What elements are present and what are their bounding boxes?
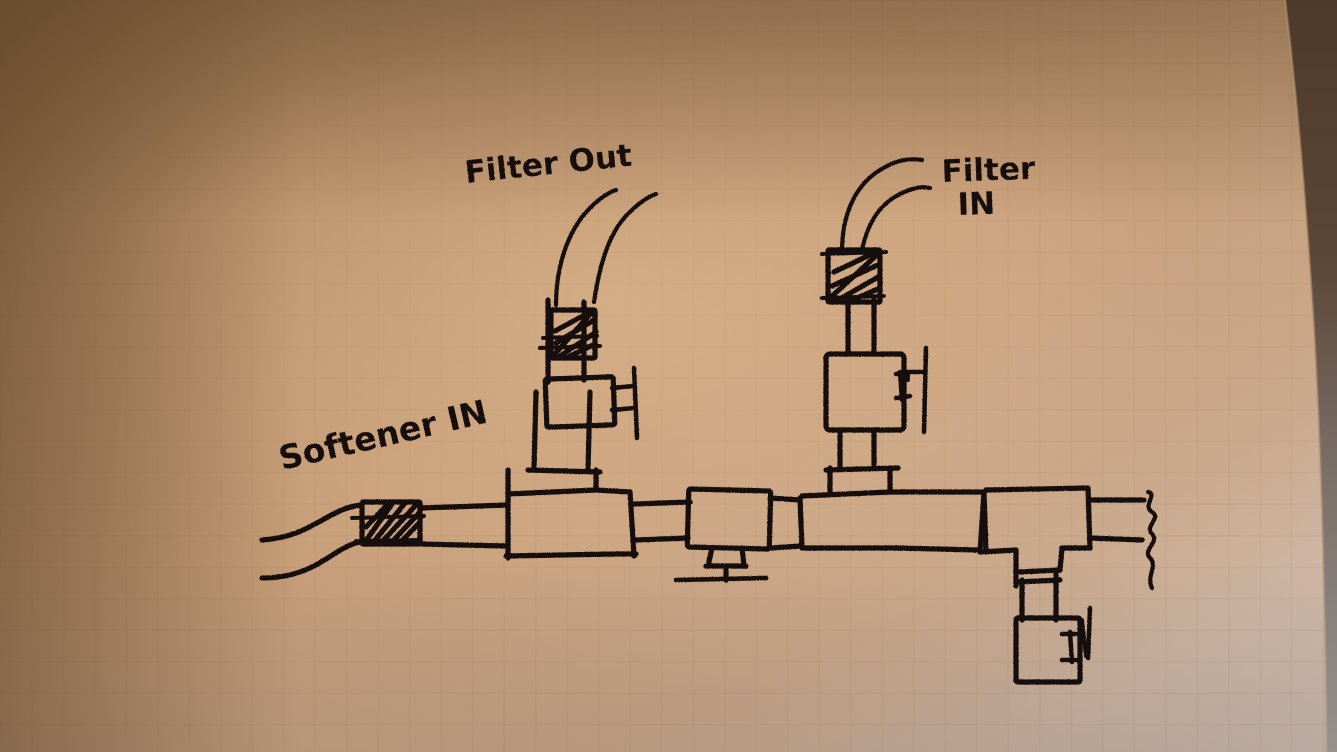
union-filter-in bbox=[820, 247, 888, 305]
valve-middle bbox=[673, 486, 805, 583]
main-horizontal-run-mid bbox=[593, 487, 693, 559]
label-filter-in-line1: Filter bbox=[941, 151, 1036, 190]
riser-right-lower bbox=[837, 427, 877, 471]
union-softener-in bbox=[350, 499, 426, 547]
label-filter-in-line2: IN bbox=[957, 186, 996, 223]
tee-right bbox=[799, 465, 901, 551]
ink-drawing bbox=[259, 157, 1158, 685]
riser-left-lower bbox=[525, 389, 603, 475]
tee-drop bbox=[977, 485, 1093, 589]
filter-out-leader-lines bbox=[553, 187, 659, 308]
outlet-pipe bbox=[1087, 497, 1147, 543]
paper-right-edge bbox=[1283, 0, 1337, 752]
tee-left bbox=[503, 467, 617, 561]
main-horizontal-run-left bbox=[417, 502, 511, 549]
break-symbol bbox=[1145, 489, 1158, 591]
valve-right bbox=[823, 297, 929, 435]
valve-drop bbox=[1013, 605, 1093, 685]
drop-leg bbox=[1015, 571, 1063, 623]
union-filter-out bbox=[538, 307, 602, 361]
filter-in-leader-lines bbox=[839, 157, 933, 255]
